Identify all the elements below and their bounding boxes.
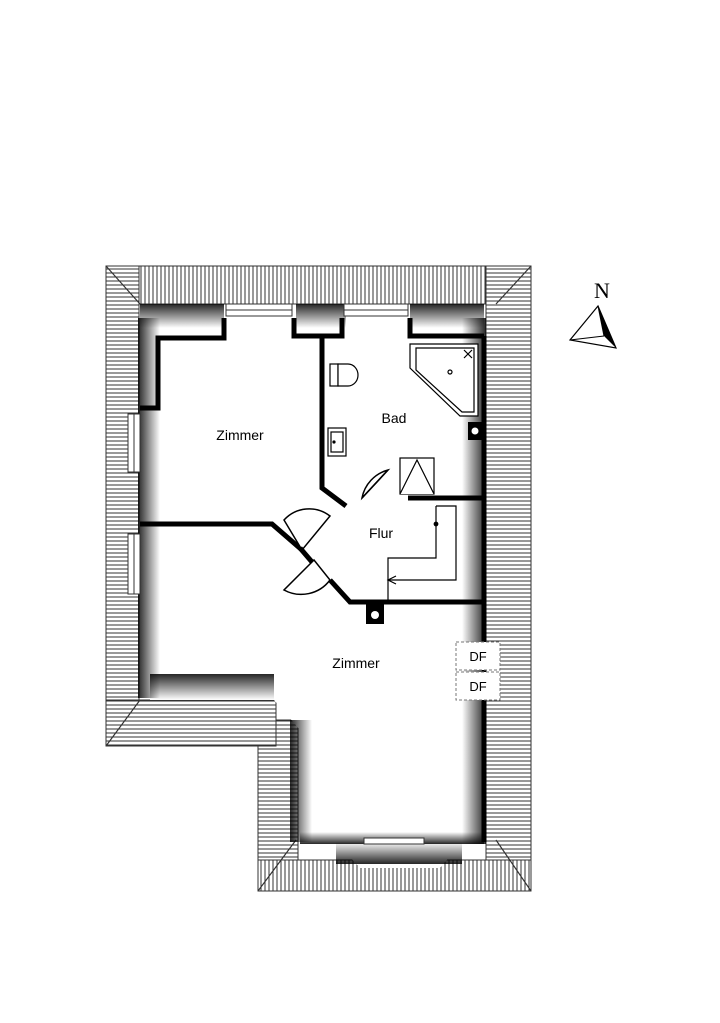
roof-window-label: DF [469,679,486,694]
room-label-bad: Bad [382,410,407,426]
corner-shower-icon [409,343,479,417]
stair-arrow [386,505,457,602]
window-frames [127,303,425,845]
chimney-icon-bad [468,422,482,440]
room-label-zimmer-nw: Zimmer [216,427,264,443]
north-arrow-icon [568,304,617,349]
roof-window-markers [455,641,501,701]
roof-window-label: DF [469,649,486,664]
room-label-flur: Flur [369,525,393,541]
doors [282,468,391,596]
interior-walls [140,338,484,605]
sink-icon [327,427,347,457]
chimney-icon [366,604,384,624]
roof-hatching [105,265,532,892]
stair-skylight-icon [399,457,435,495]
room-label-zimmer-south: Zimmer [332,655,380,671]
exterior-walls [140,318,487,842]
north-label: N [594,278,610,303]
toilet-icon [329,363,359,387]
